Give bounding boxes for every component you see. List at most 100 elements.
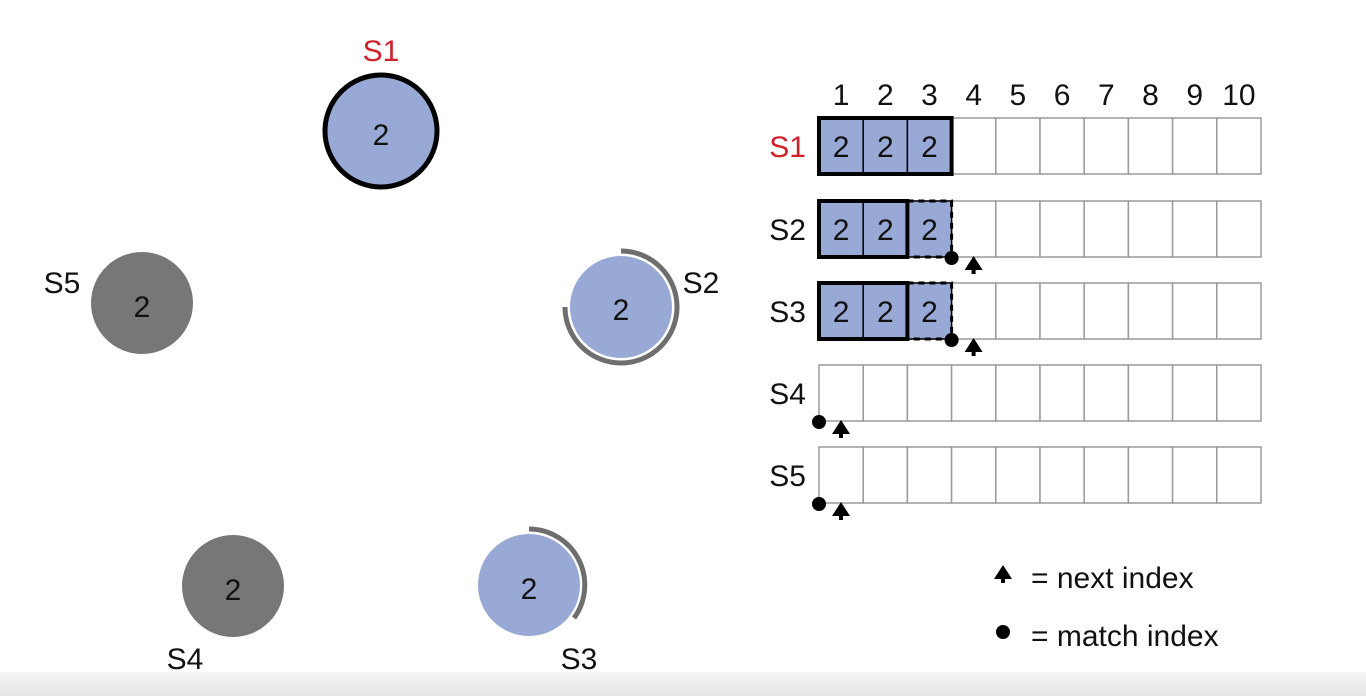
server-s5-label: S5 [44, 267, 81, 300]
log-cell-s3-7 [1083, 282, 1130, 340]
next-index-arrow-stem [839, 514, 843, 520]
log-index-header-9: 9 [1186, 79, 1203, 112]
log-cell-s4-9 [1171, 364, 1218, 422]
log-cell-s1-4 [950, 117, 997, 175]
log-index-header-2: 2 [877, 79, 894, 112]
log-cell-s3-10 [1216, 282, 1262, 340]
server-s5[interactable]: 2 S5 [44, 252, 193, 354]
log-index-header-3: 3 [921, 79, 938, 112]
log-cell-s2-7 [1083, 200, 1130, 258]
log-index-header-7: 7 [1098, 79, 1115, 112]
match-index-marker-s3 [944, 333, 959, 347]
log-cell-s1-6 [1039, 117, 1085, 175]
next-index-marker-s4 [832, 420, 850, 438]
log-cell-s5-7 [1083, 446, 1130, 504]
match-index-marker-s2 [944, 251, 959, 265]
log-entry-term-s2-3: 2 [921, 214, 938, 247]
log-cell-s1-10 [1216, 117, 1262, 175]
server-s3-label: S3 [561, 643, 598, 672]
log-cell-s2-5 [995, 200, 1041, 258]
log-cell-s3-9 [1171, 282, 1218, 340]
log-cell-s1-9 [1171, 117, 1218, 175]
next-index-arrow-stem [839, 432, 843, 438]
server-s5-term: 2 [134, 291, 151, 324]
log-cell-s4-4 [950, 364, 997, 422]
server-s5-circle [91, 252, 193, 354]
log-entries-outline-s1 [817, 116, 954, 176]
next-index-marker-s5 [832, 502, 850, 520]
log-cell-s5-10 [1216, 446, 1262, 504]
server-s1-label: S1 [363, 35, 400, 68]
log-cell-s4-8 [1127, 364, 1174, 422]
log-entries-outline-s3 [817, 281, 910, 341]
match-index-marker-s5 [812, 497, 826, 511]
log-cell-s1-8 [1127, 117, 1174, 175]
log-cell-s4-2 [862, 364, 909, 422]
server-s1[interactable]: 2 S1 [322, 35, 440, 190]
next-index-arrow-stem [971, 268, 976, 274]
server-s4-label: S4 [167, 643, 204, 672]
log-cell-s2-10 [1216, 200, 1262, 258]
log-entry-term-s1-1: 2 [833, 131, 850, 164]
log-entry-term-s2-1: 2 [833, 214, 850, 247]
legend-next-index-label: = next index [1031, 562, 1194, 595]
next-index-marker-s2 [964, 256, 983, 274]
log-index-header-10: 10 [1222, 79, 1255, 112]
log-index-header-5: 5 [1010, 79, 1027, 112]
legend: = next index = match index [994, 562, 1219, 653]
server-s1-term: 2 [373, 119, 390, 152]
log-index-header-1: 1 [833, 79, 850, 112]
log-index-header-8: 8 [1142, 79, 1159, 112]
log-cell-s5-4 [950, 446, 997, 504]
log-cell-s5-2 [862, 446, 909, 504]
log-entries-tentative-outline-s2 [907, 199, 954, 259]
legend-match-index-label: = match index [1031, 620, 1219, 653]
log-cell-s2-8 [1127, 200, 1174, 258]
log-cell-s3-4 [950, 282, 997, 340]
log-entry-term-s1-2: 2 [877, 131, 894, 164]
legend-match-index: = match index [996, 620, 1219, 653]
next-index-arrow-icon [964, 338, 983, 352]
bottom-band [0, 672, 1366, 696]
legend-next-index: = next index [994, 562, 1194, 595]
log-cell-s1-5 [995, 117, 1041, 175]
log-cell-s3-5 [995, 282, 1041, 340]
log-row-label-s1: S1 [769, 131, 806, 164]
log-entry-term-s3-1: 2 [833, 296, 850, 329]
next-index-arrow-icon [964, 256, 983, 270]
server-s4[interactable]: 2 S4 [167, 535, 284, 676]
log-row-label-s2: S2 [769, 214, 806, 247]
log-cell-s5-3 [906, 446, 953, 504]
server-s2-label: S2 [683, 267, 720, 300]
server-s3-timeout-arc [528, 526, 588, 620]
log-cell-s3-6 [1039, 282, 1085, 340]
diagram-canvas: 2 S1 2 S2 2 S3 2 S4 [44, 35, 1262, 676]
log-entry-term-s1-3: 2 [921, 131, 938, 164]
log-index-header-6: 6 [1054, 79, 1071, 112]
log-cell-s2-9 [1171, 200, 1218, 258]
log-cell-s1-7 [1083, 117, 1130, 175]
next-index-arrow-stem [971, 350, 976, 356]
log-cell-s5-9 [1171, 446, 1218, 504]
server-s3-term: 2 [521, 573, 538, 606]
log-row-label-s5: S5 [769, 460, 806, 493]
log-entry-term-s3-3: 2 [921, 296, 938, 329]
server-s2-timeout-arc [562, 248, 680, 366]
log-entry-term-s3-2: 2 [877, 296, 894, 329]
log-entry-s1-3 [906, 117, 953, 175]
log-entries-outline-s2 [817, 199, 910, 259]
match-index-marker-s4 [812, 415, 826, 429]
log-cell-s2-4 [950, 200, 997, 258]
server-s2[interactable]: 2 S2 [562, 248, 720, 366]
next-index-arrow-icon [994, 565, 1012, 583]
server-s3[interactable]: 2 S3 [478, 526, 598, 676]
server-s2-circle [570, 256, 672, 358]
log-cell-s2-6 [1039, 200, 1085, 258]
server-s2-term: 2 [613, 294, 630, 327]
log-cell-s4-1 [818, 364, 864, 422]
server-s1-circle [322, 72, 440, 190]
next-index-marker-s3 [964, 338, 983, 356]
log-row-label-s4: S4 [769, 378, 806, 411]
log-index-header-4: 4 [965, 79, 982, 112]
